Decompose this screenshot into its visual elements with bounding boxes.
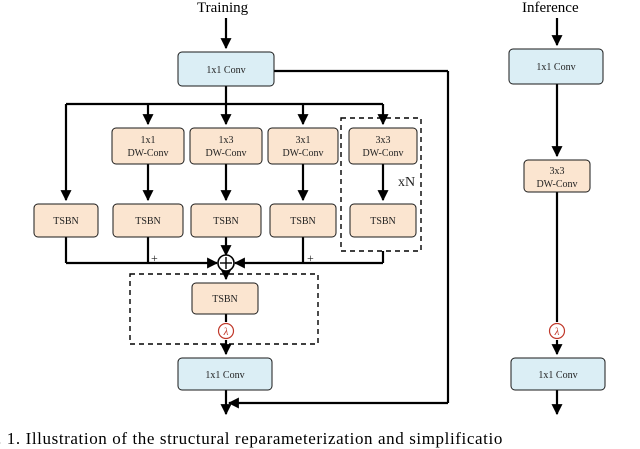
branch-1x3-box bbox=[189, 127, 263, 165]
svg-text:DW-Conv: DW-Conv bbox=[362, 148, 403, 159]
lambda-node-training bbox=[217, 322, 235, 340]
svg-text:TSBN: TSBN bbox=[370, 216, 396, 227]
svg-text:DW-Conv: DW-Conv bbox=[282, 148, 323, 159]
tsbn-identity-box bbox=[33, 203, 99, 238]
tsbn-1x1-box bbox=[112, 203, 184, 238]
inference-conv-in-label: 1x1 Conv bbox=[536, 62, 575, 73]
tsbn-merged-box bbox=[191, 282, 259, 315]
training-conv-in-box bbox=[177, 51, 275, 87]
branch-3x1-box bbox=[267, 127, 339, 165]
svg-text:TSBN: TSBN bbox=[290, 216, 316, 227]
inference-conv-out-label: 1x1 Conv bbox=[538, 370, 577, 381]
branch-3x3-box bbox=[348, 127, 418, 165]
svg-text:TSBN: TSBN bbox=[135, 216, 161, 227]
tsbn-3x1-box bbox=[269, 203, 337, 238]
lambda-node-inference bbox=[548, 322, 566, 340]
inference-title: Inference bbox=[522, 0, 579, 16]
svg-text:λ: λ bbox=[554, 326, 560, 338]
inference-conv-out-box bbox=[510, 357, 606, 391]
svg-text:DW-Conv: DW-Conv bbox=[127, 148, 168, 159]
training-conv-in-label: 1x1 Conv bbox=[206, 65, 245, 76]
plus-mark-2: + bbox=[307, 251, 314, 265]
svg-text:3x1: 3x1 bbox=[296, 135, 311, 146]
tsbn-1x3-box bbox=[190, 203, 262, 238]
tsbn-3x3-box bbox=[349, 203, 417, 238]
svg-text:TSBN: TSBN bbox=[53, 216, 79, 227]
tsbn-lambda-group bbox=[129, 273, 319, 345]
svg-text:1x1: 1x1 bbox=[141, 135, 156, 146]
svg-text:DW-Conv: DW-Conv bbox=[205, 148, 246, 159]
inference-conv-in-box bbox=[508, 48, 604, 85]
inference-dw-box bbox=[523, 159, 591, 193]
figure-caption: g. 1. Illustration of the structural rep… bbox=[0, 429, 503, 448]
plus-mark-1: + bbox=[151, 251, 158, 265]
repeat-group bbox=[340, 117, 422, 252]
svg-text:TSBN: TSBN bbox=[213, 216, 239, 227]
svg-text:DW-Conv: DW-Conv bbox=[536, 179, 577, 190]
repeat-label: xN bbox=[398, 175, 415, 190]
training-title: Training bbox=[197, 0, 249, 16]
svg-text:3x3: 3x3 bbox=[550, 166, 565, 177]
svg-text:1x3: 1x3 bbox=[219, 135, 234, 146]
svg-text:3x3: 3x3 bbox=[376, 135, 391, 146]
training-conv-out-label: 1x1 Conv bbox=[205, 370, 244, 381]
training-conv-out-box bbox=[177, 357, 273, 391]
svg-text:λ: λ bbox=[223, 326, 229, 338]
branch-1x1-box bbox=[111, 127, 185, 165]
svg-text:TSBN: TSBN bbox=[212, 294, 238, 305]
